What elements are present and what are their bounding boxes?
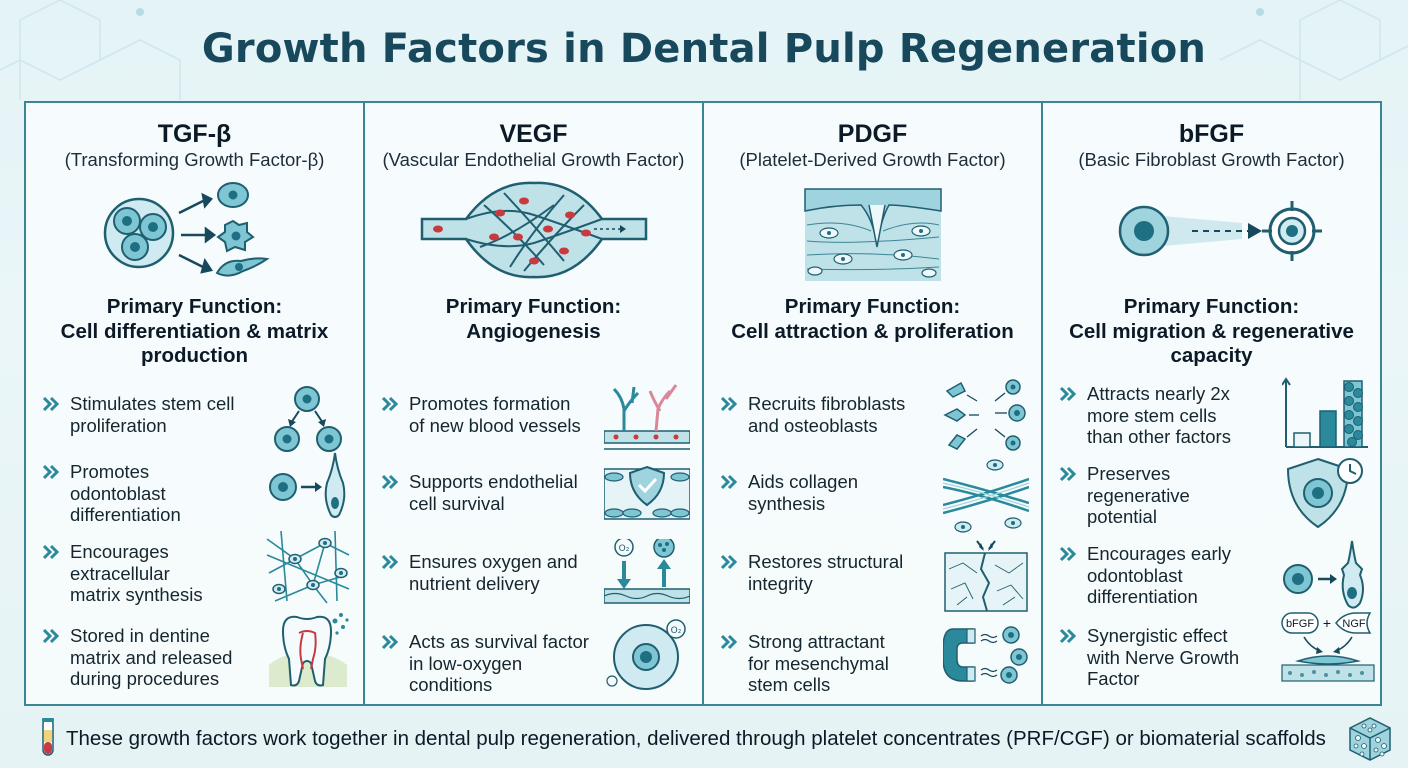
list-item: Synergistic effect with Nerve Growth Fac…: [1059, 612, 1375, 705]
factor-full-name: (Transforming Growth Factor-β): [64, 149, 325, 170]
ngf-label: NGF: [1342, 618, 1366, 630]
test-tube-icon: [42, 718, 54, 756]
stem-cell-differentiation-icon: [103, 182, 270, 277]
list-item: Acts as survival factor in low-oxygen co…: [381, 619, 692, 711]
primary-function: Primary Function: Cell differentiation &…: [60, 295, 329, 367]
item-text: Aids collagen synthesis: [748, 471, 859, 514]
factor-name: VEGF: [499, 120, 568, 148]
list-item: Encourages extracellular matrix synthesi…: [42, 530, 353, 621]
list-item: Aids collagen synthesis: [720, 459, 1031, 551]
item-text: Stored in dentine matrix and released du…: [70, 625, 233, 689]
list-item: Ensures oxygen and nutrient delivery O₂: [381, 539, 692, 631]
primary-function: Primary Function: Angiogenesis: [445, 295, 622, 343]
primary-function: Primary Function: Cell migration & regen…: [1069, 295, 1354, 367]
chevron-right-icon: [1059, 628, 1077, 644]
item-text: Attracts nearly 2x more stem cells than …: [1087, 383, 1231, 447]
chevron-right-icon: [42, 628, 60, 644]
list-item: Promotes odontoblast differentiation: [42, 452, 353, 541]
wound-healing-tissue-icon: [803, 188, 942, 281]
bfgf-label: bFGF: [1286, 618, 1314, 630]
bar-chart-icon: [1282, 377, 1368, 448]
chevron-right-icon: [42, 464, 60, 480]
tooth-icon: [269, 613, 349, 687]
factor-name: PDGF: [837, 120, 908, 148]
item-text: Restores structural integrity: [748, 551, 904, 594]
item-text: Encourages extracellular matrix synthesi…: [70, 541, 203, 605]
svg-text:O₂: O₂: [671, 626, 682, 636]
chevron-right-icon: [1059, 546, 1077, 562]
cell-migration-target-icon: [1118, 201, 1322, 261]
item-text: Strong attractant for mesenchymal stem c…: [748, 631, 889, 695]
item-text: Preserves regenerative potential: [1087, 463, 1190, 527]
cell-recruitment-icon: [943, 379, 1026, 451]
chevron-right-icon: [720, 474, 738, 490]
item-text: Supports endothelial cell survival: [409, 471, 578, 514]
magnet-icon: [943, 626, 1028, 684]
factor-full-name: (Platelet-Derived Growth Factor): [739, 149, 1006, 170]
blood-vessel-network-icon: [420, 181, 647, 279]
list-item: Attracts nearly 2x more stem cells than …: [1059, 377, 1370, 463]
list-item: Recruits fibroblasts and osteoblasts: [720, 379, 1031, 473]
growth-factor-grid: TGF-β (Transforming Growth Factor-β) Pri…: [24, 101, 1382, 706]
factor-name: bFGF: [1178, 120, 1245, 148]
chevron-right-icon: [1059, 466, 1077, 482]
odontoblast-icon: [1283, 540, 1364, 609]
item-text: Stimulates stem cell proliferation: [70, 393, 235, 436]
shield-check-icon: [604, 465, 690, 520]
item-text: Promotes odontoblast differentiation: [70, 461, 181, 525]
chevron-right-icon: [381, 474, 399, 490]
chevron-right-icon: [1059, 386, 1077, 402]
factor-full-name: (Basic Fibroblast Growth Factor): [1078, 149, 1345, 170]
footer-banner: These growth factors work together in de…: [24, 714, 1391, 761]
vessel-branch-icon: [604, 384, 690, 450]
chevron-right-icon: [720, 634, 738, 650]
item-text: Synergistic effect with Nerve Growth Fac…: [1087, 625, 1240, 689]
list-item: Preserves regenerative potential: [1059, 457, 1370, 543]
column-pdgf: PDGF (Platelet-Derived Growth Factor) Pr…: [704, 103, 1043, 704]
chevron-right-icon: [381, 554, 399, 570]
shield-clock-icon: [1286, 457, 1363, 529]
scaffold-cube-icon: [1349, 717, 1391, 761]
footer-text: These growth factors work together in de…: [66, 727, 1326, 750]
oxygen-delivery-icon: O₂: [604, 539, 690, 604]
item-text: Ensures oxygen and nutrient delivery: [409, 551, 578, 594]
tissue-repair-icon: [944, 540, 1028, 612]
page-title: Growth Factors in Dental Pulp Regenerati…: [201, 26, 1207, 72]
synergy-icon: bFGF + NGF: [1281, 612, 1375, 682]
list-item: Restores structural integrity: [720, 540, 1031, 631]
chevron-right-icon: [720, 396, 738, 412]
chevron-right-icon: [42, 544, 60, 560]
column-tgf-beta: TGF-β (Transforming Growth Factor-β) Pri…: [26, 103, 365, 704]
chevron-right-icon: [720, 554, 738, 570]
plus-label: +: [1323, 615, 1331, 631]
chevron-right-icon: [381, 396, 399, 412]
list-item: Encourages early odontoblast differentia…: [1059, 540, 1370, 623]
item-text: Recruits fibroblasts and osteoblasts: [748, 393, 906, 436]
column-bfgf: bFGF (Basic Fibroblast Growth Factor) Pr…: [1043, 103, 1380, 704]
list-item: Stimulates stem cell proliferation: [42, 386, 353, 473]
item-text: Promotes formation of new blood vessels: [409, 393, 581, 436]
primary-function: Primary Function: Cell attraction & prol…: [731, 295, 1014, 343]
collagen-fibers-icon: [943, 459, 1029, 533]
chevron-right-icon: [42, 396, 60, 412]
list-item: Supports endothelial cell survival: [381, 465, 692, 551]
matrix-network-icon: [266, 530, 350, 604]
hypoxia-cell-icon: O₂: [606, 619, 686, 690]
odontoblast-icon: [269, 452, 346, 518]
factor-name: TGF-β: [157, 120, 232, 148]
factor-full-name: (Vascular Endothelial Growth Factor): [382, 149, 685, 170]
column-vegf: VEGF (Vascular Endothelial Growth Factor…: [365, 103, 704, 704]
cell-division-icon: [274, 386, 342, 452]
list-item: Promotes formation of new blood vessels: [381, 384, 692, 473]
svg-text:O₂: O₂: [619, 544, 630, 554]
list-item: Stored in dentine matrix and released du…: [42, 613, 353, 705]
item-text: Encourages early odontoblast differentia…: [1087, 543, 1231, 607]
item-text: Acts as survival factor in low-oxygen co…: [409, 631, 589, 695]
chevron-right-icon: [381, 634, 399, 650]
list-item: Strong attractant for mesenchymal stem c…: [720, 626, 1031, 711]
